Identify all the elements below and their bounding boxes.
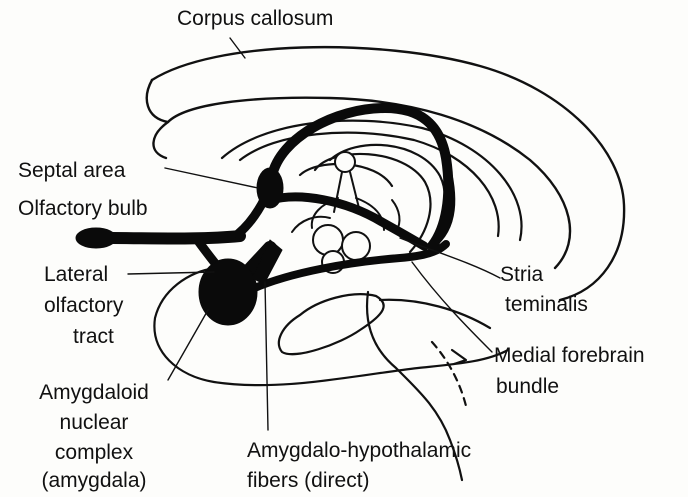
label-corpus-callosum: Corpus callosum [177, 6, 333, 31]
label-amygdalo-hypothalamic-line2: fibers (direct) [247, 468, 370, 493]
label-amygdalo-hypothalamic-line1: Amygdalo-hypothalamic [247, 438, 471, 463]
leader-lateral-olfactory [128, 272, 214, 274]
label-lateral-olfactory-line3: tract [73, 324, 114, 349]
label-septal-area: Septal area [18, 158, 125, 183]
amygdala-shape [199, 259, 257, 325]
label-lateral-olfactory-line2: olfactory [44, 293, 123, 318]
label-olfactory-bulb: Olfactory bulb [18, 196, 148, 221]
leader-septal-area [165, 168, 258, 188]
olfactory-stalk [112, 236, 240, 239]
label-amygdaloid-line4: (amygdala) [8, 468, 180, 493]
septal-area-shape [257, 168, 283, 208]
label-mfb-line2: bundle [496, 374, 559, 399]
olfactory-bulb-shape [76, 228, 116, 248]
label-lateral-olfactory-line1: Lateral [44, 262, 108, 287]
label-amygdaloid-line3: complex [8, 440, 180, 465]
label-stria-line2: teminalis [505, 292, 588, 317]
label-stria-line1: Stria [500, 262, 543, 287]
olfactory-and-limbic-tracts [112, 108, 452, 290]
label-amygdaloid-line2: nuclear [8, 410, 180, 435]
leader-amygdalo-hypothalamic [265, 282, 268, 430]
leader-mfb [412, 262, 492, 352]
label-amygdaloid-line1: Amygdaloid [8, 380, 180, 405]
septal-stalk [238, 198, 265, 234]
label-mfb-line1: Medial forebrain [494, 343, 645, 368]
leader-amygdaloid [168, 310, 208, 380]
